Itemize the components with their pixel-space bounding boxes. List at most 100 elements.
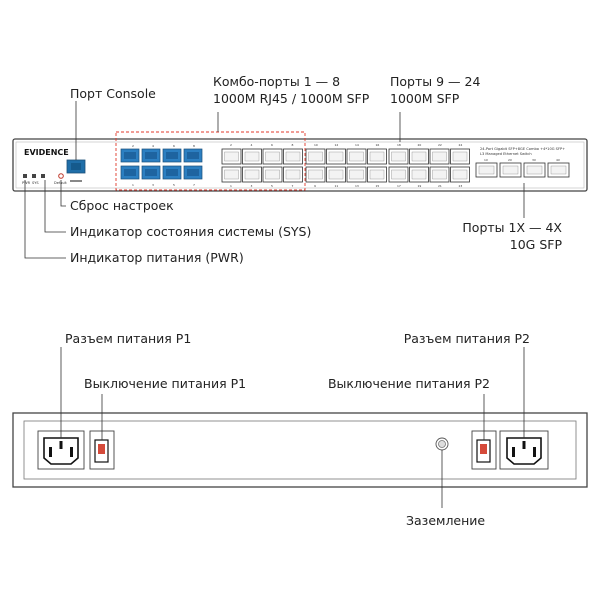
sfp-port[interactable] (221, 148, 242, 165)
sfp-port[interactable] (450, 148, 470, 165)
sfp-port[interactable] (242, 148, 262, 165)
sfp-num-top: 8 (292, 143, 294, 147)
sfp-num-bottom: 13 (355, 184, 359, 188)
model-text-line1: 24-Port Gigabit SFP+8GE Combo +4*10G SFP… (480, 147, 565, 151)
front-panel: EVIDENCE PWR SYS Default (12, 131, 588, 192)
sfp-num-bottom: 1 (230, 184, 232, 188)
switch-p1-callout: Выключение питания P1 (84, 376, 247, 391)
reset-button[interactable] (58, 173, 64, 179)
sfp-port[interactable] (346, 148, 367, 165)
led-label-pwr: PWR (22, 181, 31, 185)
sfp-port[interactable] (409, 148, 429, 165)
sfp-num-bottom: 3 (251, 184, 253, 188)
rear-panel (12, 412, 588, 488)
combo-num-top: 2 (132, 144, 134, 148)
sfp-port[interactable] (221, 166, 242, 183)
sfp-port[interactable] (429, 166, 450, 183)
sfp-port[interactable] (429, 148, 450, 165)
power-p2-callout: Разъем питания P2 (403, 331, 530, 346)
tengig-port-number: 2X (508, 158, 512, 162)
sys-led (32, 174, 36, 178)
rj45-port[interactable] (183, 165, 203, 180)
combo-num-top: 8 (193, 144, 195, 148)
pwr-callout: Индикатор питания (PWR) (70, 250, 244, 265)
sfp-port[interactable] (367, 148, 387, 165)
rj45-port[interactable] (162, 148, 182, 163)
console-port[interactable] (66, 159, 86, 182)
sfp-port[interactable] (326, 148, 346, 165)
tengig-sfp-port[interactable] (499, 162, 522, 178)
rj45-port[interactable] (141, 148, 161, 163)
sfp-num-top: 22 (438, 143, 442, 147)
sfp-num-top: 20 (418, 143, 422, 147)
sfp-num-top: 10 (314, 143, 318, 147)
reset-callout: Сброс настроек (70, 198, 174, 213)
front-leader-lines (24, 101, 525, 259)
sfp-port[interactable] (388, 166, 409, 183)
power-switch-p1[interactable] (89, 430, 115, 470)
rj45-port[interactable] (120, 165, 140, 180)
tengig-port-number: 3X (532, 158, 536, 162)
sfp-num-bottom: 5 (271, 184, 273, 188)
combo-num-bottom: 3 (152, 183, 154, 187)
sfp-ports (221, 148, 470, 183)
power-p1-callout: Разъем питания P1 (65, 331, 192, 346)
sfp-num-bottom: 9 (314, 184, 316, 188)
combo-num-bottom: 1 (132, 183, 134, 187)
sfp-port[interactable] (346, 166, 367, 183)
combo-highlight-box (115, 131, 306, 191)
front-panel-strip (15, 141, 585, 189)
pwr-led (23, 174, 27, 178)
tengig-port-number: 4X (556, 158, 560, 162)
power-switch-p2[interactable] (471, 430, 497, 470)
rj45-port[interactable] (141, 165, 161, 180)
sfp-port[interactable] (450, 166, 470, 183)
tengig-sfp-port[interactable] (523, 162, 546, 178)
sfp-port[interactable] (242, 166, 262, 183)
switch-p2-callout: Выключение питания P2 (327, 376, 490, 391)
sfp-num-top: 4 (251, 143, 253, 147)
power-connector-p2[interactable] (499, 430, 549, 470)
model-text-line2: L3 Managed Ethernet Switch (480, 152, 532, 156)
tengig-callout-line2: 10G SFP (509, 237, 562, 252)
rj45-port[interactable] (183, 148, 203, 163)
rj45-port[interactable] (120, 148, 140, 163)
sfp-num-bottom: 7 (292, 184, 294, 188)
tengig-callout-line1: Порты 1X — 4X (462, 220, 562, 235)
sfp-num-top: 14 (355, 143, 359, 147)
rear-panel-inner (23, 420, 577, 480)
sfp-num-bottom: 15 (376, 184, 380, 188)
rear-leader-lines (60, 347, 525, 508)
sfp-port[interactable] (305, 166, 326, 183)
combo-num-top: 4 (152, 144, 154, 148)
combo-num-top: 6 (173, 144, 175, 148)
rj45-port[interactable] (162, 165, 182, 180)
tengig-sfp-port[interactable] (475, 162, 498, 178)
sfp-callout-line2: 1000M SFP (390, 91, 460, 106)
combo-num-bottom: 5 (173, 183, 175, 187)
sfp-port[interactable] (283, 166, 303, 183)
brand-logo: EVIDENCE (24, 148, 69, 157)
sfp-port[interactable] (388, 148, 409, 165)
sfp-num-top: 2 (230, 143, 232, 147)
sfp-port[interactable] (262, 148, 283, 165)
sfp-num-top: 6 (271, 143, 273, 147)
combo-num-bottom: 7 (193, 183, 195, 187)
sfp-port[interactable] (409, 166, 429, 183)
tengig-sfp-port[interactable] (547, 162, 570, 178)
combo-callout-line1: Комбо-порты 1 — 8 (213, 74, 341, 89)
sfp-num-top: 24 (459, 143, 463, 147)
sfp-num-bottom: 21 (438, 184, 442, 188)
sfp-port[interactable] (283, 148, 303, 165)
sfp-port[interactable] (326, 166, 346, 183)
console-callout: Порт Console (70, 86, 156, 101)
sfp-port[interactable] (367, 166, 387, 183)
sfp-callout-line1: Порты 9 — 24 (390, 74, 481, 89)
leader-sys (44, 180, 66, 233)
sfp-port[interactable] (305, 148, 326, 165)
sfp-port[interactable] (262, 166, 283, 183)
